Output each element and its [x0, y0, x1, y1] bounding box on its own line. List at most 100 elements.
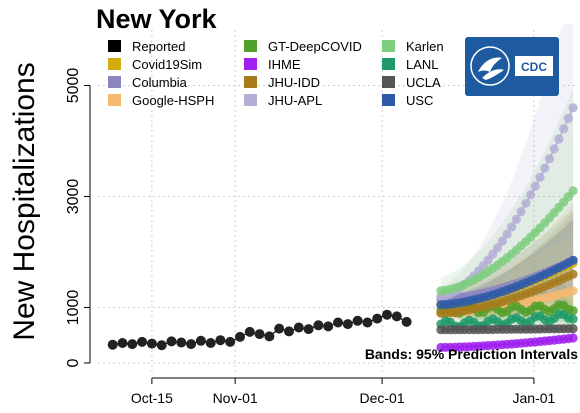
legend-label: Columbia	[132, 75, 188, 90]
x-tick-label: Dec-01	[360, 390, 405, 406]
band-jhu-apl	[440, 24, 574, 307]
reported-point	[293, 322, 304, 333]
reported-point	[107, 339, 118, 350]
point-jhu-apl	[559, 124, 569, 134]
reported-point	[274, 323, 285, 334]
reported-point	[225, 336, 236, 347]
legend-swatch	[382, 94, 395, 106]
reported-point	[342, 319, 353, 330]
legend-label: USC	[406, 93, 433, 108]
point-jhu-apl	[507, 222, 517, 232]
reported-point	[186, 339, 197, 350]
point-usc	[568, 255, 578, 265]
reported-point	[166, 336, 177, 347]
cdc-logo-textbox	[515, 56, 553, 76]
legend-swatch	[244, 76, 257, 88]
legend-swatch	[382, 58, 395, 70]
y-tick-label: 3000	[65, 179, 82, 215]
reported-series	[107, 309, 412, 351]
reported-point	[264, 331, 275, 342]
axes	[89, 85, 534, 379]
reported-point	[205, 338, 216, 348]
legend-label: Covid19Sim	[132, 57, 202, 72]
legend-swatch	[108, 58, 121, 70]
point-jhu-apl	[530, 181, 540, 191]
reported-point	[127, 339, 138, 350]
legend-swatch	[382, 40, 395, 52]
legend-swatch	[108, 94, 121, 106]
point-ihme	[568, 333, 578, 343]
reported-point	[362, 317, 373, 328]
reported-point	[235, 331, 245, 342]
reported-point	[156, 340, 167, 351]
reported-point	[391, 311, 402, 322]
point-jhu-apl	[516, 206, 526, 217]
band-karlen	[440, 87, 574, 303]
hhs-eagle-wing	[478, 57, 502, 72]
cdc-logo-text: CDC	[521, 60, 547, 74]
legend-swatch	[108, 40, 121, 52]
legend: ReportedCovid19SimColumbiaGoogle-HSPHGT-…	[108, 39, 444, 108]
point-karlen	[568, 186, 578, 196]
y-tick-label: 5000	[65, 68, 82, 104]
reported-point	[352, 315, 363, 326]
point-jhu-apl	[568, 103, 578, 113]
x-tick-label: Jan-01	[513, 390, 556, 406]
chart-title: New York	[96, 4, 218, 34]
point-jhu-apl	[497, 236, 507, 246]
reported-point	[333, 317, 343, 328]
reported-point	[401, 316, 412, 327]
reported-point	[254, 329, 265, 340]
reported-point	[323, 321, 334, 332]
point-jhu-apl	[535, 172, 545, 182]
point-jhu-apl	[511, 214, 521, 224]
reported-point	[244, 326, 255, 337]
x-ticks: Oct-15 Nov-01 Dec-01 Jan-01	[131, 378, 556, 406]
reported-point	[215, 335, 226, 346]
legend-swatch	[244, 94, 257, 106]
legend-label: LANL	[406, 57, 439, 72]
prediction-band-note: Bands: 95% Prediction Intervals	[365, 346, 578, 362]
legend-swatch	[108, 76, 121, 88]
hhs-eagle-body	[482, 69, 504, 80]
point-jhu-apl	[540, 163, 550, 173]
point-jhu-apl	[502, 229, 512, 239]
legend-swatch	[244, 40, 257, 52]
hhs-seal-ring	[470, 46, 510, 86]
reported-point	[372, 313, 383, 324]
y-tick-label: 1000	[65, 290, 82, 326]
reported-point	[195, 335, 206, 346]
point-google-hsph	[568, 286, 578, 296]
y-tick-label: 0	[65, 358, 82, 367]
forecast-series	[436, 103, 578, 353]
hhs-eagle-icon	[470, 46, 510, 86]
legend-label: Google-HSPH	[132, 93, 214, 108]
x-tick-label: Nov-01	[213, 390, 258, 406]
point-jhu-apl	[544, 154, 555, 164]
legend-label: GT-DeepCOVID	[268, 39, 362, 54]
point-gt-deepcovid	[568, 306, 578, 316]
reported-point	[137, 336, 148, 347]
cdc-logo: CDC	[465, 37, 559, 96]
reported-point	[117, 338, 128, 348]
reported-point	[284, 326, 294, 337]
legend-label: Karlen	[406, 39, 444, 54]
reported-point	[146, 338, 157, 349]
point-jhu-apl	[549, 144, 559, 154]
point-jhu-apl	[492, 243, 503, 253]
reported-point	[303, 324, 314, 335]
x-tick-label: Oct-15	[131, 390, 173, 406]
point-jhu-apl	[554, 134, 564, 144]
legend-label: JHU-APL	[268, 93, 322, 108]
point-ucla	[568, 324, 578, 334]
point-jhu-apl	[488, 249, 498, 259]
cdc-logo-background	[465, 37, 559, 96]
legend-label: IHME	[268, 57, 301, 72]
point-jhu-apl	[563, 113, 574, 123]
reported-point	[176, 337, 187, 348]
reported-point	[382, 309, 392, 320]
reported-point	[313, 320, 324, 331]
legend-label: UCLA	[406, 75, 441, 90]
